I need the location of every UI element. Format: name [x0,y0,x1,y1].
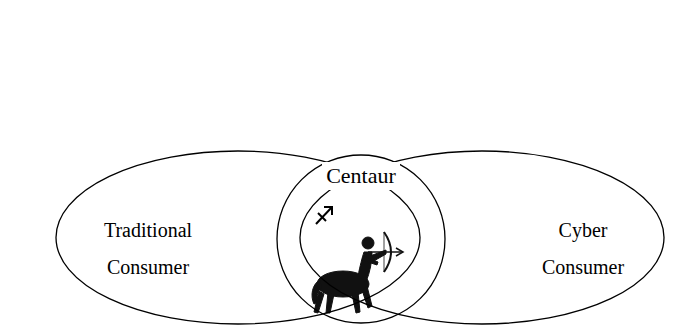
outline-stroke [56,151,420,324]
outline-stroke [277,155,445,323]
arrow-head [396,248,403,256]
centaur-figure [312,237,386,313]
sagittarius-symbol [316,207,332,224]
consumer-label: Cyber Consumer [527,212,639,286]
bow-string [384,232,385,272]
centaur-label: Centaur [322,162,400,190]
outline-stroke [300,151,664,324]
text-holder: Traditional Consumer [83,150,213,286]
text-holder: Cyber Consumer [527,150,639,286]
consumer-label: Traditional Consumer [83,212,213,286]
centaur-circle: Centaur [276,154,446,324]
text-holder: Centaur [304,154,418,190]
arrow-shaft [368,251,402,253]
